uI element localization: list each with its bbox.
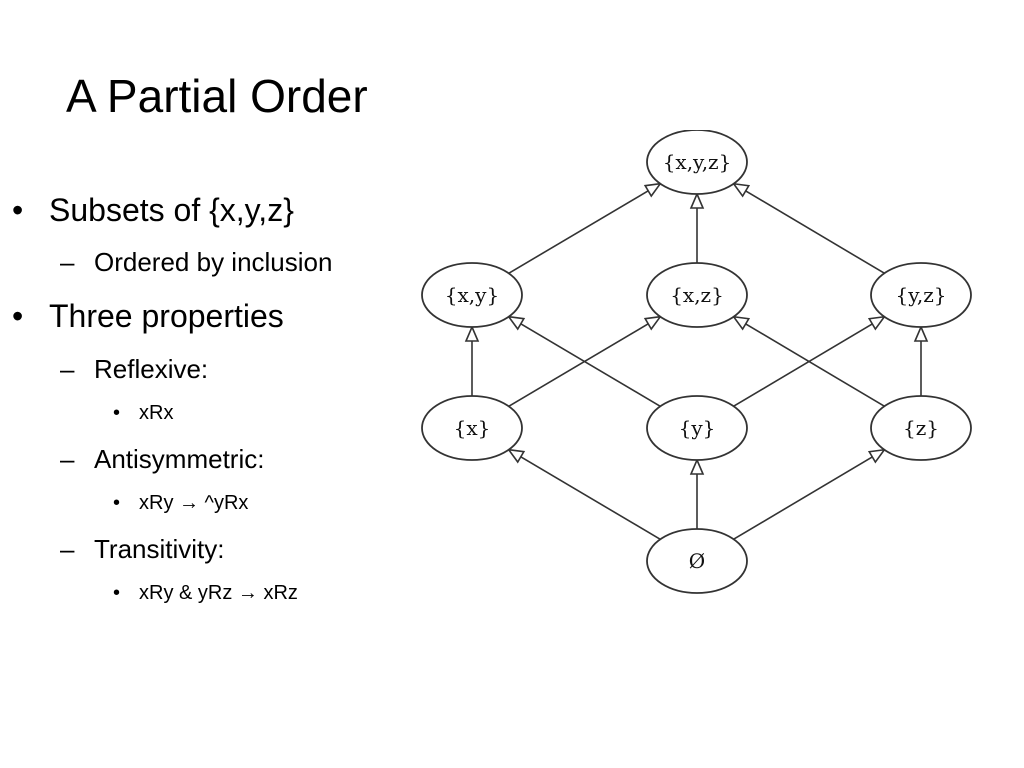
node-y: {y}	[646, 395, 748, 461]
node-ellipse	[421, 262, 523, 328]
edge-empty-to-x	[520, 456, 661, 540]
node-ellipse	[646, 130, 748, 195]
node-label: {x}	[454, 416, 491, 440]
node-label: {y,z}	[896, 283, 947, 307]
arrowhead-yz	[867, 315, 887, 331]
hasse-diagram: {x,y,z} {x,y} {x,z} {y,z} {x} {y} {z} Ø	[421, 130, 972, 594]
bullet-marker: •	[12, 298, 24, 334]
node-label: {x,y,z}	[663, 150, 732, 174]
arrowhead-yz	[913, 324, 929, 342]
arrowhead-xz	[643, 315, 663, 331]
arrowhead-xyz	[689, 191, 705, 209]
bullet-marker: •	[113, 402, 121, 424]
node-ellipse	[870, 395, 972, 461]
arrowhead-xyz	[731, 182, 751, 198]
edge-xy-to-xyz	[508, 190, 649, 274]
node-xy: {x,y}	[421, 262, 523, 328]
bullet-marker: –	[60, 354, 75, 384]
bullet-marker: –	[60, 534, 75, 564]
node-empty: Ø	[646, 528, 748, 594]
bullet-text: xRy & yRz → xRz	[139, 582, 298, 604]
bullet-text: Three properties	[49, 298, 284, 334]
edge-z-to-xz	[745, 323, 885, 407]
node-xz: {x,z}	[646, 262, 748, 328]
node-label: {y}	[679, 416, 716, 440]
bullet-list: • Subsets of {x,y,z} – Ordered by inclus…	[0, 0, 400, 768]
arrowhead-x	[506, 448, 526, 464]
node-xyz: {x,y,z}	[646, 130, 748, 195]
node-yz: {y,z}	[870, 262, 972, 328]
node-label: {z}	[903, 416, 939, 440]
node-label: {x,y}	[445, 283, 499, 307]
edge-yz-to-xyz	[745, 190, 885, 274]
bullet-text: Antisymmetric:	[94, 444, 265, 474]
bullet-marker: •	[113, 492, 121, 514]
edge-y-to-yz	[733, 323, 873, 407]
bullet-marker: •	[12, 192, 24, 228]
bullet-text: Reflexive:	[94, 354, 209, 384]
arrowhead-z	[867, 448, 887, 464]
edge-y-to-xy	[520, 323, 661, 407]
node-ellipse	[870, 262, 972, 328]
bullet-text: xRx	[139, 402, 174, 424]
bullet-text: xRy → ^yRx	[139, 492, 249, 514]
bullet-text: Ordered by inclusion	[94, 247, 333, 277]
node-x: {x}	[421, 395, 523, 461]
hasse-edges	[464, 182, 929, 540]
bullet-marker: •	[113, 582, 121, 604]
node-z: {z}	[870, 395, 972, 461]
node-ellipse	[646, 395, 748, 461]
bullet-text: Transitivity:	[94, 534, 225, 564]
node-ellipse	[646, 528, 748, 594]
arrowhead-xz	[731, 315, 751, 331]
node-ellipse	[646, 262, 748, 328]
arrowhead-xy	[464, 324, 480, 342]
bullet-text: Subsets of {x,y,z}	[49, 192, 294, 228]
node-label: Ø	[689, 549, 705, 573]
slide-title: A Partial Order	[66, 70, 368, 122]
hasse-nodes: {x,y,z} {x,y} {x,z} {y,z} {x} {y} {z} Ø	[421, 130, 972, 594]
arrowhead-xy	[506, 315, 526, 331]
edge-empty-to-z	[733, 456, 873, 540]
bullet-marker: –	[60, 444, 75, 474]
bullet-marker: –	[60, 247, 75, 277]
edge-x-to-xz	[508, 323, 649, 407]
node-label: {x,z}	[670, 283, 724, 307]
arrowhead-y	[689, 457, 705, 475]
arrowhead-xyz	[643, 182, 663, 198]
node-ellipse	[421, 395, 523, 461]
